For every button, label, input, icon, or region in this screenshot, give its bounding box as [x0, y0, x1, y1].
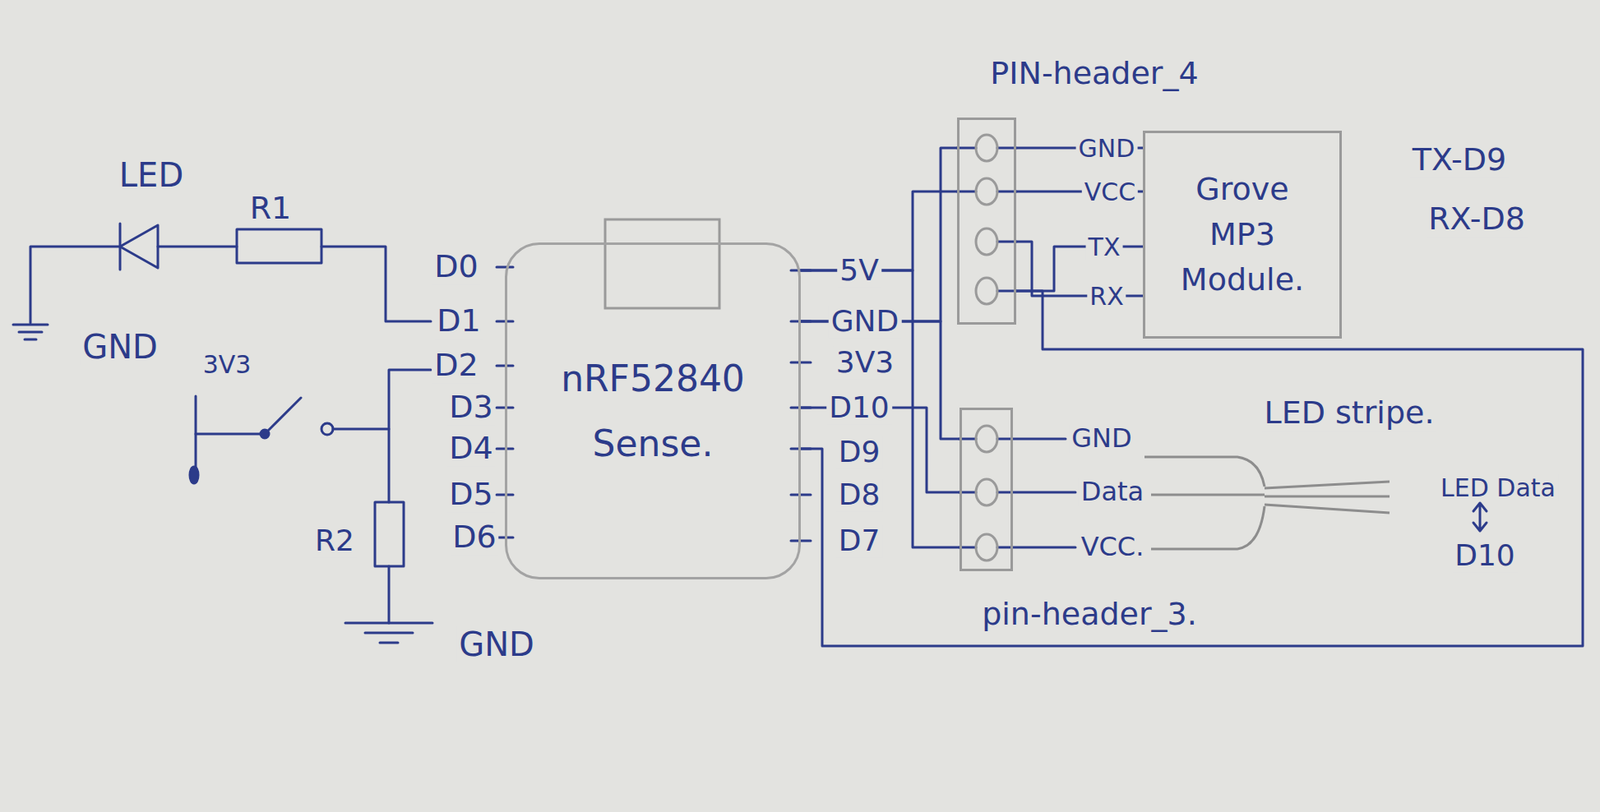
header-title: PIN-header_4	[989, 56, 1198, 92]
signal-label: LED stripe.	[1262, 396, 1438, 431]
signal-label: GND	[79, 328, 161, 366]
signal-label: D4	[446, 431, 495, 467]
wire	[388, 566, 391, 624]
pin-hole	[975, 425, 998, 453]
module-box: Grove MP3 Module.	[1142, 130, 1342, 339]
signal-label: D9	[836, 435, 884, 469]
wire	[800, 321, 960, 440]
signal-label: GND	[1068, 424, 1134, 454]
pencil-parts	[605, 134, 1390, 561]
pin-hole	[975, 534, 998, 561]
header-title: pin-header_3.	[981, 597, 1198, 633]
signal-label: LED	[116, 157, 186, 194]
signal-label: GND	[456, 626, 537, 663]
ink-wires	[13, 147, 1487, 643]
signal-label: 5V	[836, 254, 882, 287]
signal-label: D5	[446, 477, 495, 513]
signal-label: TX-D9	[1410, 143, 1510, 178]
signal-label: D0	[431, 249, 481, 285]
pin-hole	[975, 178, 998, 205]
signal-label: R1	[247, 191, 295, 227]
signal-label: GND	[828, 305, 902, 338]
signal-label: Data	[1078, 477, 1147, 507]
signal-label: D6	[449, 520, 499, 555]
ground-symbol	[13, 324, 48, 340]
wire	[195, 433, 265, 436]
resistor-symbol	[236, 229, 322, 264]
signal-label: GND	[1076, 134, 1138, 162]
wire	[332, 428, 389, 431]
wire	[157, 245, 237, 249]
signal-label: TX	[1086, 233, 1124, 261]
resistor-symbol	[374, 502, 404, 567]
pin-stubs	[959, 439, 1076, 548]
signal-label: D2	[431, 348, 481, 384]
signal-label: D3	[446, 390, 495, 426]
pin-hole	[975, 479, 998, 506]
signal-label: 3V3	[833, 346, 897, 380]
pin-hole	[975, 134, 998, 162]
wire	[30, 246, 121, 324]
signal-label: VCC.	[1078, 532, 1147, 562]
pin-stubs	[957, 147, 1017, 292]
signal-label: 3V3	[200, 351, 255, 379]
pin-header: PIN-header_4	[957, 117, 1017, 325]
switch-lever	[264, 397, 301, 435]
wire	[800, 291, 1583, 647]
wire	[321, 246, 431, 322]
signal-label: D10	[1452, 539, 1518, 573]
double-arrow	[1473, 503, 1487, 532]
signal-label: D8	[836, 478, 884, 512]
signal-label: D1	[434, 304, 483, 339]
signal-label: VCC	[1082, 178, 1138, 206]
signal-label: D7	[836, 524, 884, 558]
signal-label: RX	[1086, 282, 1126, 310]
pin-hole	[975, 228, 998, 255]
board-outline: nRF52840 Sense.	[504, 242, 801, 580]
signal-label: R2	[312, 524, 357, 558]
signal-label: D10	[826, 391, 893, 425]
board-module	[605, 219, 720, 309]
pin-header: pin-header_3.	[959, 407, 1013, 572]
switch-contact	[321, 423, 333, 435]
signal-label: LED Data	[1438, 474, 1559, 502]
signal-label: RX-D8	[1425, 202, 1528, 237]
board-name: nRF52840 Sense.	[537, 346, 768, 477]
wire	[388, 369, 431, 503]
module-name: Grove MP3 Module.	[1160, 166, 1325, 303]
wire	[800, 147, 958, 322]
pin-ticks	[790, 270, 811, 542]
wire	[800, 270, 960, 548]
terminal-blob	[189, 467, 199, 484]
diode-symbol	[120, 225, 158, 269]
led-strip-cable	[1144, 457, 1390, 550]
ground-symbol	[345, 623, 433, 643]
pin-hole	[975, 277, 998, 305]
